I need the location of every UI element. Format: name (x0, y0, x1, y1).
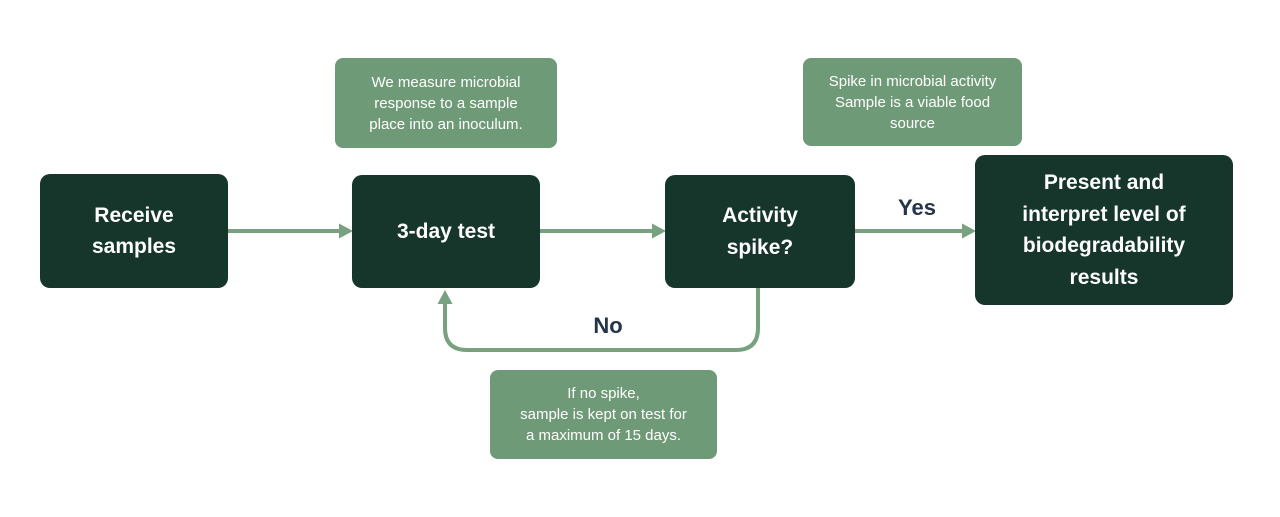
node-receive-samples: Receive samples (40, 174, 228, 288)
node-receive-samples-label: Receive samples (91, 203, 177, 259)
note-no-spike-loop-text: If no spike, sample is kept on test for … (520, 385, 687, 444)
arrowhead-test-to-spike-icon (652, 223, 666, 239)
note-3-day-test-text: We measure microbial response to a sampl… (369, 73, 523, 133)
arrowhead-spike-to-results-icon (962, 223, 976, 239)
node-activity-spike-label: Activity spike? (722, 204, 798, 259)
arrowhead-receive-to-test-icon (339, 223, 353, 239)
node-present-results: Present and interpret level of biodegrad… (975, 155, 1233, 305)
note-activity-spike-text: Spike in microbial activity Sample is a … (828, 72, 997, 132)
node-3-day-test-label: 3-day test (396, 219, 496, 243)
loop-spike-to-test (443, 287, 760, 352)
node-3-day-test: 3-day test (352, 175, 540, 288)
note-activity-spike: Spike in microbial activity Sample is a … (803, 58, 1022, 146)
edge-label-yes: Yes (898, 195, 936, 220)
note-no-spike-loop: If no spike, sample is kept on test for … (490, 370, 717, 459)
arrowhead-loop-to-test-icon (437, 290, 453, 304)
node-present-results-label: Present and interpret level of biodegrad… (1022, 171, 1186, 289)
edge-label-no: No (593, 313, 623, 338)
node-activity-spike: Activity spike? (665, 175, 855, 288)
note-3-day-test: We measure microbial response to a sampl… (335, 58, 557, 148)
